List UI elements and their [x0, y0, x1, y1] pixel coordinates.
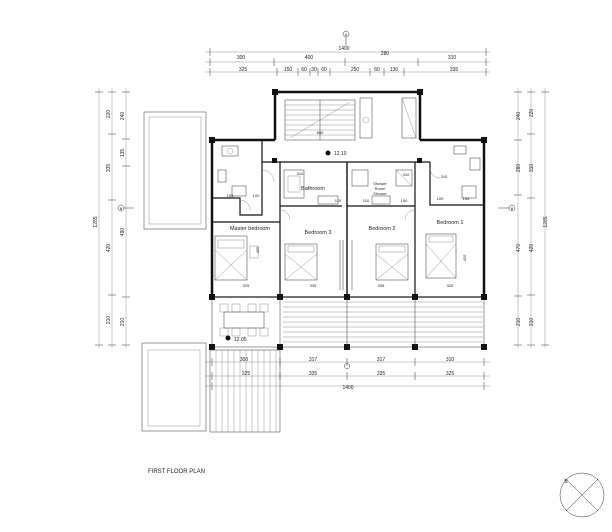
compass-icon: B — [559, 472, 605, 518]
bedroom-2: Bedroom 2 335 — [351, 226, 409, 290]
bath-dim: 110 — [335, 198, 342, 203]
shower-dim: 310 — [403, 172, 410, 177]
doors — [239, 167, 441, 221]
room-label-shower: Shower — [373, 191, 387, 196]
bedroom-1: Bedroom 1 420 325 — [425, 220, 467, 288]
top-dimension-chains: 1400 300 400 280 310 325 150 60 30 60 25… — [205, 30, 490, 76]
top-dim: 400 — [305, 55, 314, 61]
bath-dim: 310 — [297, 171, 304, 176]
top-dim: 150 — [284, 67, 293, 73]
right-dim: 420 — [529, 244, 535, 253]
bottom-dim: 300 — [240, 357, 249, 363]
drawing-title: FIRST FLOOR PLAN — [148, 469, 205, 475]
level-marker-lower: 12.05 — [225, 335, 247, 343]
master-wc-dim: 155 — [227, 193, 234, 198]
level-lower-text: 12.05 — [234, 337, 247, 343]
room-label-bedroom3: Bedroom 3 — [305, 230, 332, 236]
external-stair — [141, 342, 281, 433]
bottom-dim: 325 — [446, 371, 455, 377]
master-wc-dim: 100 — [253, 193, 260, 198]
left-dimension-chains: 1285 220 335 420 210 240 135 490 210 B — [93, 88, 134, 348]
top-dim: 130 — [390, 67, 399, 73]
left-dim: 220 — [106, 110, 112, 119]
right-dim: 210 — [529, 318, 535, 327]
bottom-dim: 335 — [377, 371, 386, 377]
section-b-right-label: B — [511, 206, 514, 211]
section-a-label: A — [345, 32, 348, 37]
bedroom1-dim: 325 — [447, 283, 454, 288]
left-balcony — [143, 111, 207, 230]
room-label-shower-1: Shower — [373, 181, 387, 186]
compass-label: B — [564, 479, 568, 485]
left-total-dim: 1285 — [93, 216, 99, 227]
master-wc: 155 100 — [217, 145, 260, 198]
room-label-bedroom1: Bedroom 1 — [437, 220, 464, 226]
bottom-dim: 317 — [377, 357, 386, 363]
bottom-dim: 317 — [309, 357, 318, 363]
shower-dim: 100 — [401, 198, 408, 203]
right-dim: 240 — [516, 112, 522, 121]
top-dim: 280 — [381, 51, 390, 57]
top-total-dim: 1400 — [338, 46, 349, 52]
right-dim: 310 — [529, 164, 535, 173]
top-dim: 325 — [239, 67, 248, 73]
master-bedroom: Master bedroom 420 325 — [214, 226, 270, 288]
right-dim: 220 — [529, 109, 535, 118]
right-total-dim: 1285 — [543, 216, 549, 227]
bathroom: Bathroom 310 110 — [283, 169, 342, 205]
right-dim: 210 — [516, 318, 522, 327]
bottom-balcony — [219, 297, 483, 347]
right-wc-dim: 310 — [441, 174, 448, 179]
room-label-shower-2: Room — [375, 186, 386, 191]
top-dim: 30 — [311, 67, 317, 73]
shower-room: Shower Room Shower 110 100 310 — [351, 169, 413, 205]
left-dim: 210 — [120, 318, 126, 327]
level-upper-text: 12.10 — [334, 151, 347, 157]
bottom-total-dim: 1400 — [342, 385, 353, 391]
right-wc: 310 100 155 — [437, 145, 481, 201]
left-dim: 335 — [106, 164, 112, 173]
bottom-dim: 310 — [446, 357, 455, 363]
bedroom1-dim: 420 — [462, 254, 467, 261]
master-bed-dim: 325 — [243, 283, 250, 288]
right-dim: 470 — [516, 244, 522, 253]
top-dim: 60 — [301, 67, 307, 73]
bottom-dimension-chains: 300 317 317 310 325 335 335 325 1400 — [205, 357, 490, 391]
room-label-bedroom2: Bedroom 2 — [369, 226, 396, 232]
top-dim: 335 — [450, 67, 459, 73]
left-dim: 490 — [120, 228, 126, 237]
right-dimension-chains: 240 280 470 210 220 310 420 210 1285 B — [498, 88, 549, 348]
right-dim: 280 — [516, 164, 522, 173]
bottom-dim: 335 — [309, 371, 318, 377]
left-dim: 240 — [120, 112, 126, 121]
bedroom-3: Bedroom 3 335 — [284, 230, 344, 290]
left-dim: 210 — [106, 316, 112, 325]
master-bed-dim: 420 — [255, 246, 260, 253]
top-dim: 250 — [351, 67, 360, 73]
left-dim: 135 — [120, 149, 126, 158]
section-b-left-label: B — [120, 206, 123, 211]
interior-walls — [212, 140, 484, 297]
top-dim: 310 — [448, 55, 457, 61]
shower-dim: 110 — [363, 198, 370, 203]
stair-dim: 600 — [317, 130, 324, 135]
top-dim: 60 — [321, 67, 327, 73]
left-dim: 420 — [106, 244, 112, 253]
stair-core: 600 — [284, 97, 417, 141]
right-wc-dim: 155 — [463, 196, 470, 201]
room-label-bathroom: Bathroom — [301, 186, 325, 192]
right-wc-dim: 100 — [437, 196, 444, 201]
level-marker-upper: 12.10 — [325, 150, 347, 157]
top-dim: 60 — [374, 67, 380, 73]
top-dim: 300 — [237, 55, 246, 61]
bedroom3-dim: 335 — [310, 283, 317, 288]
room-label-master: Master bedroom — [230, 226, 270, 232]
bedroom2-dim: 335 — [378, 283, 385, 288]
